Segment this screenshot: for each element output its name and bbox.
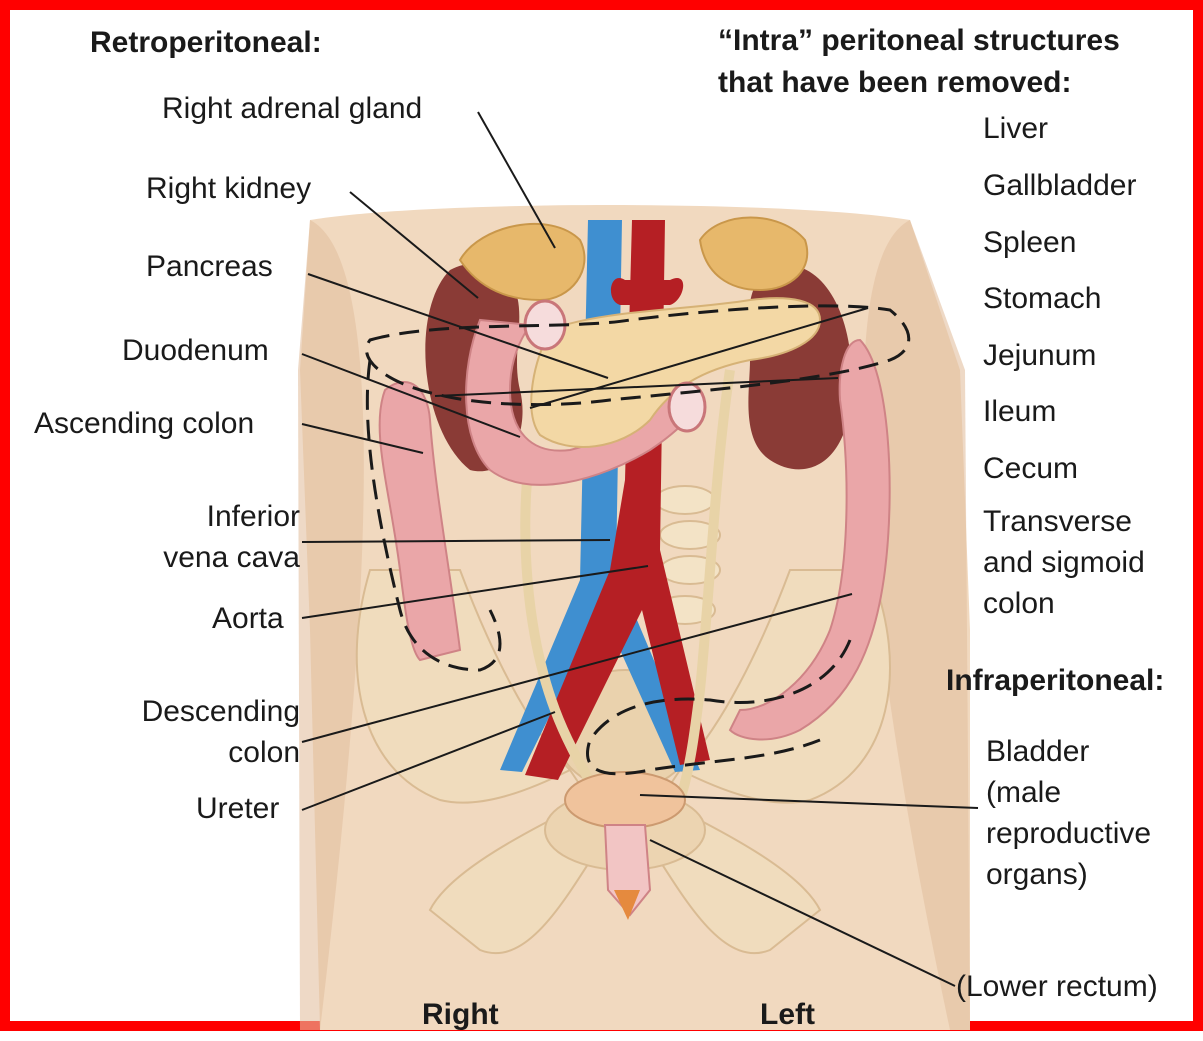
removed-item-liver: Liver [983, 112, 1048, 145]
infra-item-bladder-line3: reproductive [986, 817, 1151, 850]
orientation-left: Left [760, 998, 815, 1031]
heading-intraperitoneal-line1: “Intra” peritoneal structures [718, 24, 1120, 57]
label-inferior-vena-cava-line2: vena cava [130, 541, 300, 574]
label-pancreas: Pancreas [146, 250, 273, 283]
label-ureter: Ureter [196, 792, 279, 825]
removed-item-jejunum: Jejunum [983, 339, 1096, 372]
removed-item-ileum: Ileum [983, 395, 1056, 428]
infra-item-bladder-line1: Bladder [986, 735, 1089, 768]
label-right-adrenal-gland: Right adrenal gland [162, 92, 422, 125]
removed-item-cecum: Cecum [983, 452, 1078, 485]
heading-intraperitoneal-line2: that have been removed: [718, 66, 1071, 99]
label-aorta: Aorta [212, 602, 284, 635]
label-ascending-colon: Ascending colon [34, 407, 254, 440]
removed-item-transverse-line2: and sigmoid [983, 546, 1145, 579]
removed-item-spleen: Spleen [983, 226, 1076, 259]
infra-item-bladder-line2: (male [986, 776, 1061, 809]
removed-item-stomach: Stomach [983, 282, 1101, 315]
removed-item-transverse-line1: Transverse [983, 505, 1132, 538]
infra-item-bladder-line4: organs) [986, 858, 1088, 891]
removed-item-gallbladder: Gallbladder [983, 169, 1136, 202]
label-duodenum: Duodenum [122, 334, 269, 367]
label-inferior-vena-cava-line1: Inferior [130, 500, 300, 533]
removed-item-transverse-line3: colon [983, 587, 1055, 620]
bladder [565, 772, 685, 828]
celiac-branches [611, 278, 683, 305]
heading-infraperitoneal: Infraperitoneal: [946, 664, 1164, 697]
label-right-kidney: Right kidney [146, 172, 311, 205]
orientation-right: Right [422, 998, 499, 1031]
infra-item-lower-rectum: (Lower rectum) [956, 970, 1158, 1003]
label-descending-colon-line2: colon [100, 736, 300, 769]
label-descending-colon-line1: Descending [100, 695, 300, 728]
heading-retroperitoneal: Retroperitoneal: [90, 26, 322, 59]
